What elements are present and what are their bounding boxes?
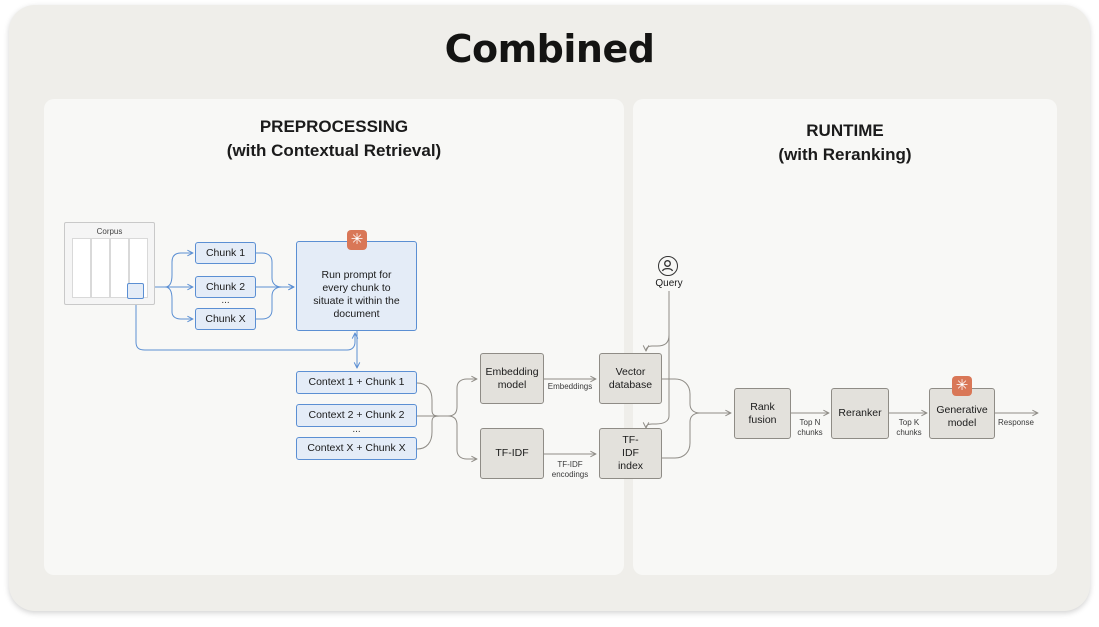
chunk-x: Chunk X bbox=[195, 308, 256, 330]
response-label: Response bbox=[997, 418, 1035, 427]
top-k-chunks-label: Top K chunks bbox=[896, 418, 922, 437]
tfidf-node: TF-IDF bbox=[480, 428, 544, 479]
diagram-title: Combined bbox=[444, 27, 655, 71]
contextual-prompt-box: Run prompt for every chunk to situate it… bbox=[296, 241, 417, 331]
claude-sparkle-icon: ✳ bbox=[952, 376, 972, 396]
runtime-title-line1: RUNTIME bbox=[806, 121, 884, 140]
runtime-title-line2: (with Reranking) bbox=[778, 145, 912, 164]
preprocessing-title-line2: (with Contextual Retrieval) bbox=[226, 141, 442, 160]
document-icon bbox=[72, 238, 91, 298]
chunk-1: Chunk 1 bbox=[195, 242, 256, 264]
query-label: Query bbox=[655, 278, 683, 289]
embedding-model-node: Embedding model bbox=[480, 353, 544, 404]
runtime-title: RUNTIME (with Reranking) bbox=[633, 119, 1057, 167]
preprocessing-panel bbox=[44, 99, 624, 575]
corpus-label: Corpus bbox=[96, 227, 123, 236]
top-n-chunks-label: Top N chunks bbox=[797, 418, 823, 437]
document-icon bbox=[110, 238, 129, 298]
reranker-node: Reranker bbox=[831, 388, 889, 439]
chunk-2: Chunk 2 bbox=[195, 276, 256, 298]
tfidf-index-node: TF-IDF index bbox=[599, 428, 662, 479]
preprocessing-title-line1: PREPROCESSING bbox=[259, 117, 409, 136]
user-icon bbox=[658, 256, 678, 276]
context-ellipsis: ... bbox=[352, 424, 361, 435]
vector-database-node: Vector database bbox=[599, 353, 662, 404]
context-chunk-1: Context 1 + Chunk 1 bbox=[296, 371, 417, 394]
contextual-prompt-text: Run prompt for every chunk to situate it… bbox=[313, 269, 400, 320]
selected-document-icon bbox=[127, 283, 144, 299]
rank-fusion-node: Rank fusion bbox=[734, 388, 791, 439]
claude-sparkle-icon: ✳ bbox=[347, 230, 367, 250]
preprocessing-title: PREPROCESSING (with Contextual Retrieval… bbox=[44, 115, 624, 163]
document-icon bbox=[91, 238, 110, 298]
generative-model-node: Generative model bbox=[929, 388, 995, 439]
context-chunk-2: Context 2 + Chunk 2 bbox=[296, 404, 417, 427]
tfidf-encodings-label: TF-IDF encodings bbox=[551, 460, 589, 479]
chunk-ellipsis: ... bbox=[221, 295, 230, 306]
context-chunk-x: Context X + Chunk X bbox=[296, 437, 417, 460]
runtime-panel bbox=[633, 99, 1057, 575]
embeddings-label: Embeddings bbox=[547, 382, 593, 391]
